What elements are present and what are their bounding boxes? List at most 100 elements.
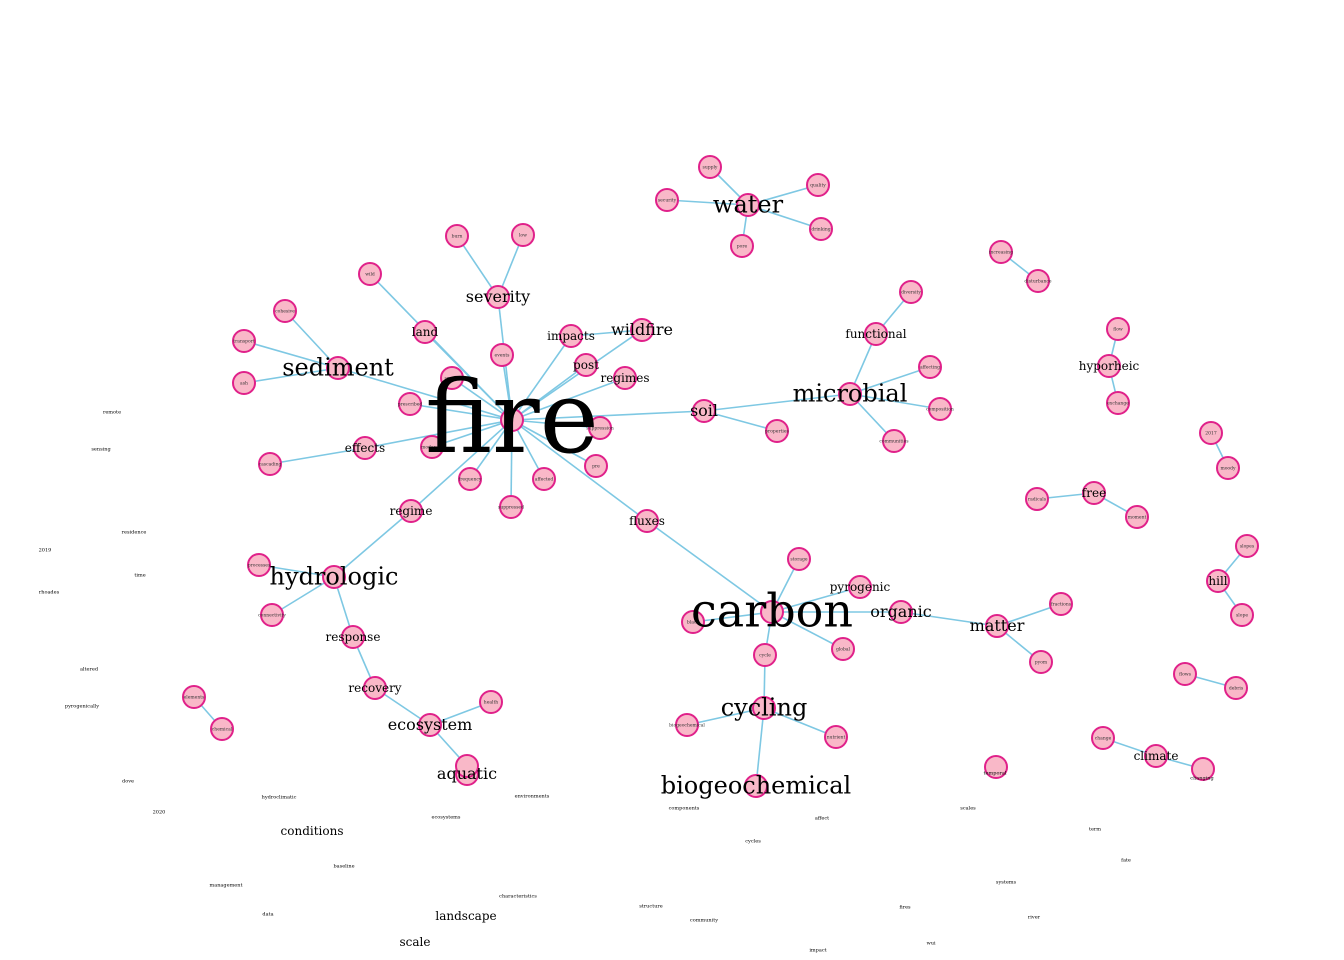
node-global (831, 637, 855, 661)
isolated-term-y2020: 2020 (153, 810, 166, 816)
node-regime (399, 499, 423, 523)
node-quality (806, 173, 830, 197)
node-moody (1216, 456, 1240, 480)
label-pre: pre (592, 464, 600, 469)
node-wildfire (630, 318, 654, 342)
isolated-term-wui: wui (926, 941, 936, 947)
label-slopes: slopes (1240, 543, 1255, 549)
node-connectivity (260, 603, 284, 627)
label-burn: burn (452, 233, 463, 239)
node-suppression (588, 416, 612, 440)
edge-regime-hydrologic (333, 510, 412, 578)
label-severity: severity (466, 287, 530, 306)
node-sediment (326, 356, 350, 380)
edge-microbial-composition (849, 393, 941, 410)
node-moment (1125, 505, 1149, 529)
edge-microbial-affecting (849, 366, 931, 395)
node-fire (500, 408, 524, 432)
label-severe: severe (445, 376, 460, 381)
edge-carbon-black (692, 611, 773, 623)
isolated-term-landscape: landscape (435, 909, 496, 923)
node-prescribed (398, 392, 422, 416)
isolated-term-impact: impact (809, 948, 826, 954)
node-exchange (1106, 391, 1130, 415)
node-cascading (258, 452, 282, 476)
edge-cycling-nutrient (763, 707, 837, 738)
node-affecting (918, 355, 942, 379)
label-post: post (573, 358, 599, 372)
node-communities (882, 429, 906, 453)
label-matter: matter (970, 616, 1025, 635)
label-debris: debris (1229, 685, 1244, 691)
isolated-term-scale: scale (400, 935, 431, 949)
label-fractions: fractions (1051, 601, 1072, 607)
edge-fire-suppression (511, 419, 601, 429)
label-processes: processes (248, 563, 271, 568)
node-organic (889, 600, 913, 624)
label-prescribed: prescribed (398, 401, 423, 407)
isolated-term-temporal: temporal (984, 771, 1007, 777)
node-low (511, 223, 535, 247)
label-low: low (519, 232, 527, 238)
label-drinking: drinking (811, 226, 830, 232)
node-black (681, 610, 705, 634)
node-slopes (1235, 534, 1259, 558)
node-pore (730, 234, 754, 258)
node-wild (358, 262, 382, 286)
isolated-term-river: river (1028, 915, 1041, 921)
isolated-term-fires: fires (899, 905, 911, 911)
isolated-term-remote: remote (103, 410, 121, 416)
label-supply: supply (703, 164, 718, 170)
node-cohesive (273, 299, 297, 323)
node-biogeochemical (744, 774, 768, 798)
label-exchange: exchange (1107, 400, 1129, 406)
node-cycling (752, 696, 776, 720)
node-severity (486, 285, 510, 309)
node-disturbance (1026, 269, 1050, 293)
node-climate (1144, 744, 1168, 768)
node-storage (787, 547, 811, 571)
label-aquatic: aquatic (437, 764, 497, 783)
node-severe (440, 366, 464, 390)
edge-fire-moderate (431, 419, 513, 448)
isolated-term-affect: affect (815, 816, 829, 822)
label-flow: flow (1113, 326, 1123, 332)
label-global: global (836, 646, 851, 652)
isolated-term-rhoades: rhoades (39, 590, 60, 596)
label-fire: fire (425, 359, 599, 476)
node-aq_node (455, 754, 479, 778)
label-effects: effects (345, 441, 385, 455)
node-flow (1106, 317, 1130, 341)
edge-cycling-biogeochemical (755, 707, 765, 787)
label-moody: moody (1220, 465, 1236, 471)
isolated-term-dove: dove (122, 779, 134, 785)
node-pyrogenic (848, 575, 872, 599)
edge-hydrologic-processes (258, 564, 335, 578)
node-suppressed (499, 495, 523, 519)
label-fluxes: fluxes (629, 514, 665, 528)
label-ecosystem: ecosystem (388, 715, 473, 734)
edge-water-drinking (747, 204, 822, 230)
node-health (479, 690, 503, 714)
label-cycle: cycle (759, 652, 771, 658)
node-ash (232, 371, 256, 395)
edge-fire-prescribed (409, 403, 513, 421)
node-slope (1230, 603, 1254, 627)
label-health: health (484, 699, 498, 705)
node-temp_node (984, 755, 1008, 779)
edge-sediment-ash (243, 367, 339, 384)
label-wildfire: wildfire (611, 320, 673, 339)
node-soil (692, 399, 716, 423)
node-pre (584, 454, 608, 478)
isolated-term-baseline: baseline (333, 864, 354, 870)
isolated-term-systems: systems (996, 880, 1017, 886)
label-biogeochemical: biogeochemical (661, 772, 851, 800)
label-disturbance: disturbance (1024, 278, 1051, 284)
node-functional (864, 322, 888, 346)
node-y2017 (1199, 421, 1223, 445)
node-composition (928, 397, 952, 421)
edge-effects-cascading (269, 447, 366, 465)
label-regimes: regimes (601, 371, 650, 385)
label-pyom: pyom (1035, 660, 1048, 665)
label-events: events (495, 352, 511, 358)
